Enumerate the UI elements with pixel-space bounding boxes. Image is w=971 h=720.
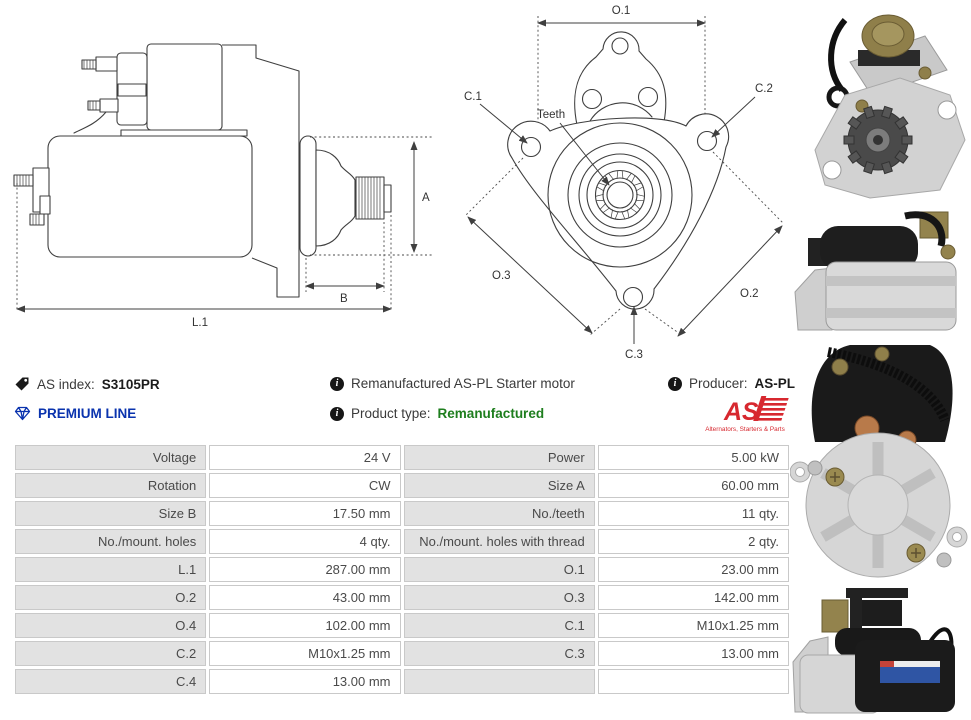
dim-o3-label: O.3 — [492, 270, 511, 282]
spec-value-cell: 17.50 mm — [209, 501, 401, 526]
logo-subtext: Alternators, Starters & Parts — [705, 426, 785, 433]
logo-text: AS — [723, 398, 759, 426]
spec-row: L.1 287.00 mm O.1 23.00 mm — [15, 557, 789, 582]
info-icon: i — [330, 406, 344, 421]
spec-label-cell: Size A — [403, 473, 595, 498]
spec-value-cell: 102.00 mm — [209, 613, 401, 638]
dim-o2-label: O.2 — [740, 288, 759, 300]
spec-label-cell: C.3 — [403, 641, 595, 666]
as-index-value: S3105PR — [101, 376, 160, 392]
product-description: i Remanufactured AS-PL Starter motor — [330, 376, 575, 391]
product-photo-side-view — [794, 211, 957, 331]
spec-label-cell: C.4 — [15, 669, 207, 694]
spec-value-cell: 24 V — [209, 445, 401, 470]
spec-row: Rotation CW Size A 60.00 mm — [15, 473, 789, 498]
spec-label-cell: No./mount. holes with thread — [403, 529, 595, 554]
premium-line-label: PREMIUM LINE — [38, 406, 137, 421]
spec-row: Voltage 24 V Power 5.00 kW — [15, 445, 789, 470]
spec-label-cell: O.2 — [15, 585, 207, 610]
product-type-label: Product type: — [351, 406, 431, 421]
dim-o1-label: O.1 — [612, 5, 631, 17]
as-index: AS index: S3105PR — [14, 376, 160, 392]
hole-c2-label: C.2 — [755, 83, 773, 95]
spec-label-cell: L.1 — [15, 557, 207, 582]
teeth-label: Teeth — [537, 109, 565, 121]
dim-a-label: A — [422, 192, 430, 204]
spec-label-cell: O.4 — [15, 613, 207, 638]
spec-value-cell: 60.00 mm — [597, 473, 789, 498]
spec-value-cell: CW — [209, 473, 401, 498]
spec-label-cell — [403, 669, 595, 694]
product-photo-front-view — [814, 14, 966, 199]
spec-label-cell: Rotation — [15, 473, 207, 498]
spec-label-cell: Voltage — [15, 445, 207, 470]
as-index-label: AS index: — [37, 376, 95, 392]
spec-value-cell: 2 qty. — [597, 529, 789, 554]
spec-row: C.4 13.00 mm — [15, 669, 789, 694]
spec-value-cell: M10x1.25 mm — [209, 641, 401, 666]
premium-line-badge: PREMIUM LINE — [14, 406, 136, 421]
spec-value-cell: 287.00 mm — [209, 557, 401, 582]
product-photo-side-view-2 — [792, 588, 955, 714]
hole-c1-label: C.1 — [464, 91, 482, 103]
spec-label-cell: No./mount. holes — [15, 529, 207, 554]
spec-value-cell — [597, 669, 789, 694]
spec-value-cell: 4 qty. — [209, 529, 401, 554]
tag-icon — [15, 377, 29, 391]
product-type: i Product type: Remanufactured — [330, 406, 544, 421]
producer-value: AS-PL — [754, 376, 796, 391]
spec-value-cell: M10x1.25 mm — [597, 613, 789, 638]
spec-row: O.4 102.00 mm C.1 M10x1.25 mm — [15, 613, 789, 638]
info-icon: i — [330, 376, 344, 391]
info-icon: i — [668, 376, 682, 391]
dim-b-label: B — [340, 293, 348, 305]
spec-label-cell: C.2 — [15, 641, 207, 666]
description-text: Remanufactured AS-PL Starter motor — [351, 376, 575, 391]
spec-value-cell: 5.00 kW — [597, 445, 789, 470]
spec-value-cell: 13.00 mm — [209, 669, 401, 694]
product-type-value: Remanufactured — [437, 406, 545, 421]
spec-row: C.2 M10x1.25 mm C.3 13.00 mm — [15, 641, 789, 666]
spec-row: No./mount. holes 4 qty. No./mount. holes… — [15, 529, 789, 554]
spec-value-cell: 43.00 mm — [209, 585, 401, 610]
dim-l1-label: L.1 — [192, 317, 208, 329]
front-view-drawing: O.1 — [464, 5, 785, 361]
spec-label-cell: O.3 — [403, 585, 595, 610]
spec-value-cell: 142.00 mm — [597, 585, 789, 610]
spec-value-cell: 13.00 mm — [597, 641, 789, 666]
spec-label-cell: C.1 — [403, 613, 595, 638]
producer: i Producer: AS-PL — [668, 376, 795, 391]
spec-label-cell: Size B — [15, 501, 207, 526]
producer-label: Producer: — [689, 376, 748, 391]
hole-c3-label: C.3 — [625, 349, 643, 361]
product-photo-rear-view — [790, 345, 968, 578]
spec-value-cell: 23.00 mm — [597, 557, 789, 582]
spec-row: O.2 43.00 mm O.3 142.00 mm — [15, 585, 789, 610]
spec-row: Size B 17.50 mm No./teeth 11 qty. — [15, 501, 789, 526]
side-view-drawing: A B L.1 — [13, 43, 432, 329]
spec-label-cell: Power — [403, 445, 595, 470]
spec-label-cell: O.1 — [403, 557, 595, 582]
spec-value-cell: 11 qty. — [597, 501, 789, 526]
as-pl-logo: AS Alternators, Starters & Parts — [705, 396, 789, 433]
gem-icon — [14, 406, 31, 421]
spec-label-cell: No./teeth — [403, 501, 595, 526]
spec-table: Voltage 24 V Power 5.00 kW Rotation CW S… — [12, 442, 792, 697]
